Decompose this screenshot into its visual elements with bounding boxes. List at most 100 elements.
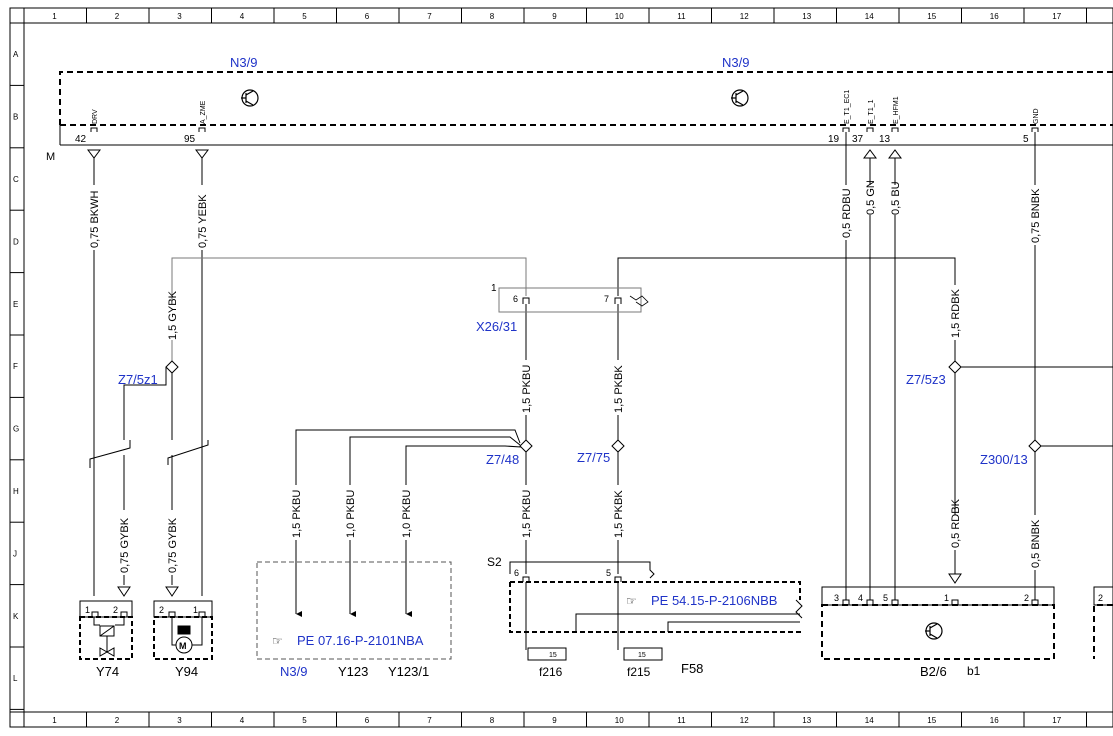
row-ref-label: B: [13, 113, 18, 122]
component-label: Y123: [338, 664, 368, 679]
reference-box-pe-07-16: ☞ PE 07.16-P-2101NBA N3/9 Y123 Y123/1: [256, 561, 452, 679]
row-ref-label: F: [13, 362, 18, 371]
column-ref-label: 3: [177, 716, 182, 725]
column-ref-label: 2: [115, 716, 120, 725]
fuse-block-f58: S2 6 5 ☞ PE 54.15-P-2106NBB 15 15 f216 f…: [487, 555, 803, 679]
wire-label: 1,5 RDBK: [950, 288, 962, 338]
component-label: Y74: [96, 664, 119, 679]
pin-num: 5: [883, 593, 888, 603]
solenoid-valve-icon: [93, 617, 125, 657]
partial-component-right: 2: [1093, 586, 1113, 659]
grey-wire: [171, 257, 527, 361]
component-b2-6: 3 4 5 1 2 B2/6 b1: [821, 586, 1055, 679]
component-label: Y94: [175, 664, 198, 679]
column-ref-label: 5: [302, 716, 307, 725]
splice-label[interactable]: Z7/5z1: [118, 372, 158, 387]
column-ref-label: 1: [52, 12, 57, 21]
block-label: F58: [681, 661, 703, 676]
pin-name: A_ZME: [200, 100, 207, 124]
frame: [9, 7, 1113, 728]
wire-label: 1,0 PKBU: [401, 490, 413, 538]
column-ref-label: 4: [240, 12, 245, 21]
fuse-value: 15: [638, 652, 646, 659]
pin-name: E_T1_1: [868, 99, 875, 124]
wire-label: 1,5 PKBK: [613, 490, 625, 538]
transistor-icon: [731, 89, 749, 107]
wire-label: 0,5 BU: [890, 181, 902, 215]
connector-label[interactable]: X26/31: [476, 319, 517, 334]
column-ref-label: 12: [740, 12, 749, 21]
column-ref-label: 9: [552, 716, 557, 725]
ecu-label-right[interactable]: N3/9: [722, 55, 749, 70]
column-ref-label: 2: [115, 12, 120, 21]
wire-label: 0,75 BKWH: [89, 190, 101, 248]
transistor-icon: [925, 622, 943, 640]
column-ref-label: 8: [490, 716, 495, 725]
row-ref-label: E: [13, 300, 18, 309]
wire-label: 1,5 GYBK: [167, 290, 179, 340]
arrow-icons: [117, 573, 962, 597]
fuse-value: 15: [549, 652, 557, 659]
column-ref-label: 4: [240, 716, 245, 725]
connector-pin: 7: [604, 294, 609, 304]
pin-num: 2: [159, 605, 164, 615]
row-ref-label: G: [13, 425, 19, 434]
splice-label[interactable]: Z7/75: [577, 450, 610, 465]
column-ref-label: 15: [927, 716, 936, 725]
column-ref-label: 11: [677, 12, 686, 21]
wire-label: 1,5 PKBU: [521, 365, 533, 413]
component-y74: 1 2 Y74: [79, 600, 133, 679]
row-ref-label: D: [13, 237, 19, 246]
column-ref-label: 17: [1052, 12, 1061, 21]
ecu-label-left[interactable]: N3/9: [230, 55, 257, 70]
component-label[interactable]: N3/9: [280, 664, 307, 679]
column-ref-label: 6: [365, 12, 370, 21]
column-ref-label: 9: [552, 12, 557, 21]
pin-num: 1: [85, 605, 90, 615]
reference-link[interactable]: PE 07.16-P-2101NBA: [297, 633, 424, 648]
component-sub-label: b1: [967, 664, 981, 678]
row-ref-label: L: [13, 674, 18, 683]
column-ref-label: 14: [865, 12, 874, 21]
connector-pin: 6: [513, 294, 518, 304]
splice-label[interactable]: Z7/48: [486, 452, 519, 467]
column-ref-label: 1: [52, 716, 57, 725]
wire-label: 0,75 YEBK: [197, 194, 209, 248]
motor-actuator-icon: M: [171, 617, 203, 654]
pin-num: 4: [858, 593, 863, 603]
splice-label[interactable]: Z300/13: [980, 452, 1028, 467]
column-ref-label: 16: [990, 12, 999, 21]
column-ref-label: 8: [490, 12, 495, 21]
wire-label: 0,5 RDBU: [841, 188, 853, 238]
column-ref-label: 5: [302, 12, 307, 21]
column-ref-label: 16: [990, 716, 999, 725]
column-ref-label: 17: [1052, 716, 1061, 725]
component-label: B2/6: [920, 664, 947, 679]
column-ref-label: 3: [177, 12, 182, 21]
fuse-label: f215: [627, 665, 651, 679]
column-ref-label: 7: [427, 12, 432, 21]
fuse-pin: 6: [514, 568, 519, 578]
splice-points: [165, 360, 1042, 453]
row-ref-label: K: [13, 612, 19, 621]
ecu-n3-9: N3/9 N3/9 M 42 95 19 37 13 5 D: [46, 55, 1113, 163]
pin-num: 1: [193, 605, 198, 615]
splice-label[interactable]: Z7/5z3: [906, 372, 946, 387]
column-ref-label: 11: [677, 716, 686, 725]
pin-num: 3: [834, 593, 839, 603]
column-ref-label: 12: [740, 716, 749, 725]
reference-link[interactable]: PE 54.15-P-2106NBB: [651, 593, 777, 608]
wire-label: 1,5 PKBU: [521, 490, 533, 538]
row-ref-label: C: [13, 175, 19, 184]
column-ref-label: 15: [927, 12, 936, 21]
column-ruler: 1122334455667788991010111112121313141415…: [52, 8, 1087, 727]
fuse-label: f216: [539, 665, 563, 679]
wires: [89, 132, 1113, 650]
pin-name: E_HFM1: [893, 96, 900, 124]
hand-pointer-icon: ☞: [626, 594, 637, 608]
wire-labels: 0,75 BKWH 0,75 YEBK 0,5 RDBU 0,5 GN 0,5 …: [89, 180, 1042, 573]
column-ref-label: 10: [615, 716, 624, 725]
splice-labels: Z7/5z1 Z7/48 Z7/75 Z7/5z3 Z300/13: [118, 372, 1028, 467]
